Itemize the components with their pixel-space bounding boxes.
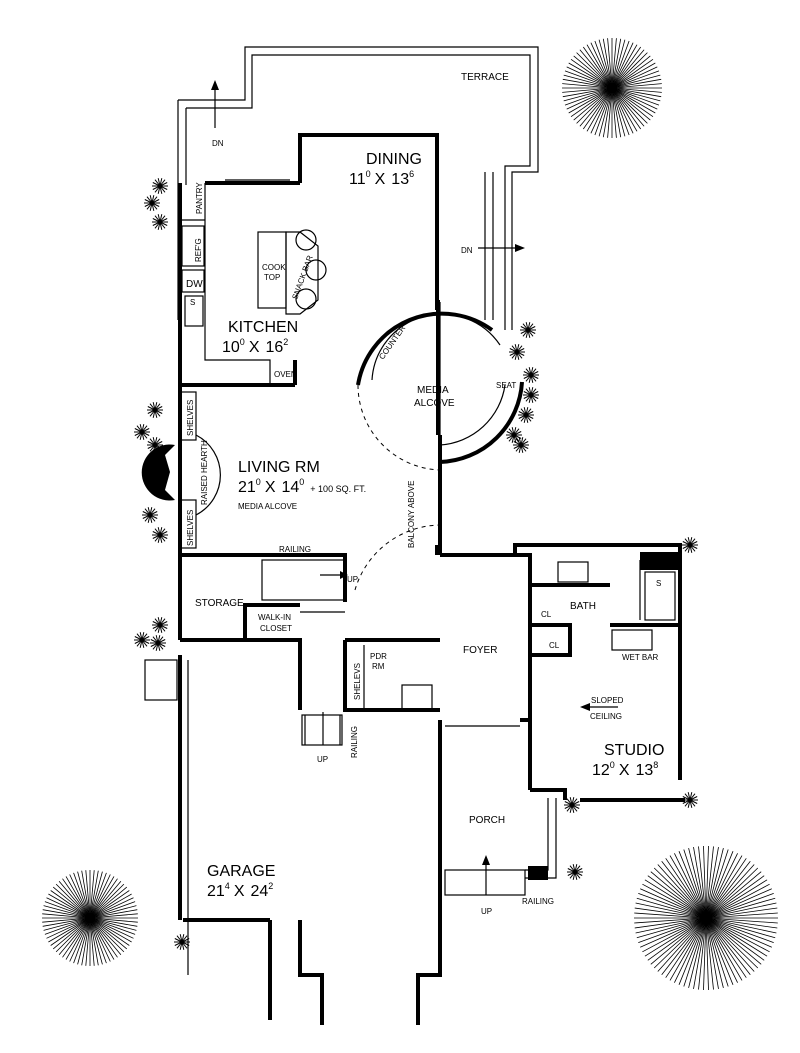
pdr-label-1: PDR xyxy=(370,652,387,661)
shrub-icon-22 xyxy=(567,864,583,880)
media-alcove-label-1: MEDIA xyxy=(417,385,449,396)
oven-label: OVEN xyxy=(274,370,297,379)
svg-text:LIVING RM: LIVING RM xyxy=(238,459,320,476)
kitchen-fixtures xyxy=(180,179,327,387)
tree-symbols xyxy=(42,38,778,991)
bath-label: BATH xyxy=(570,601,596,612)
sink-label: S xyxy=(190,298,195,307)
garage-side xyxy=(144,659,189,975)
railing-label-1: RAILING xyxy=(279,545,311,554)
up-label-2: UP xyxy=(317,755,328,764)
closet-label-2: CL xyxy=(549,641,560,650)
shrub-icon-4 xyxy=(147,402,163,418)
shrub-icon-17 xyxy=(518,407,534,423)
terrace-label: TERRACE xyxy=(461,72,509,83)
foyer-label: FOYER xyxy=(463,645,497,656)
walkin-label-1: WALK-IN xyxy=(258,613,291,622)
shrub-icon-10 xyxy=(150,635,166,651)
railing-label-2: RAILING xyxy=(350,726,359,758)
sloped-label-1: SLOPED xyxy=(591,696,624,705)
shelves-label-1: SHELVES xyxy=(186,400,195,436)
bath-studio-walls xyxy=(530,552,680,657)
exterior-walls xyxy=(178,133,685,1025)
svg-text:GARAGE: GARAGE xyxy=(207,863,275,880)
railing-label-3: RAILING xyxy=(522,897,554,906)
shrub-icon-20 xyxy=(682,537,698,553)
shrub-icon-23 xyxy=(564,797,580,813)
shrub-icon-2 xyxy=(144,195,160,211)
shelves-label-2: SHELVES xyxy=(186,510,195,546)
shrub-icon-11 xyxy=(152,617,168,633)
shrub-icon-16 xyxy=(523,387,539,403)
shrub-icon-14 xyxy=(509,344,525,360)
up-label-3: UP xyxy=(481,907,492,916)
pdr-label-2: RM xyxy=(372,662,385,671)
svg-text:DINING: DINING xyxy=(366,151,422,168)
dw-label: DW xyxy=(186,279,203,290)
shrub-icon-21 xyxy=(682,792,698,808)
shrub-icon-8 xyxy=(152,527,168,543)
dn-label-1: DN xyxy=(212,139,224,148)
porch xyxy=(444,725,557,896)
svg-text:STUDIO: STUDIO xyxy=(604,742,664,759)
shelevs-label: SHELEVS xyxy=(353,663,362,700)
dn-label-2: DN xyxy=(461,246,473,255)
seat-label: SEAT xyxy=(496,381,516,390)
arrows xyxy=(211,80,618,895)
shower-label: S xyxy=(656,579,661,588)
shrub-icon-13 xyxy=(520,322,536,338)
shrub-icon-9 xyxy=(134,632,150,648)
media-alcove-walls xyxy=(354,302,524,591)
snackbar-label: SNACK BAR xyxy=(290,254,314,301)
sloped-label-2: CEILING xyxy=(590,712,622,721)
media-alcove-label-2: ALCOVE xyxy=(414,398,455,409)
balcony-label: BALCONY ABOVE xyxy=(407,481,416,548)
cooktop-label-2: TOP xyxy=(264,273,280,282)
shrub-icon-15 xyxy=(523,367,539,383)
shrub-icon-7 xyxy=(142,507,158,523)
tree-icon-bottom-left xyxy=(42,870,138,966)
shrub-icon-18 xyxy=(506,427,522,443)
refg-label: REF'G xyxy=(194,238,203,262)
terrace-outline xyxy=(177,46,539,330)
hearth-label: RAISED HEARTH xyxy=(200,440,209,505)
shrub-icon-3 xyxy=(152,214,168,230)
cooktop-label-1: COOK xyxy=(262,263,286,272)
svg-text:MEDIA ALCOVE: MEDIA ALCOVE xyxy=(238,502,297,511)
up-label-1: UP xyxy=(347,575,358,584)
storage-label: STORAGE xyxy=(195,598,244,609)
walkin-label-2: CLOSET xyxy=(260,624,292,633)
interior-walls xyxy=(180,603,440,746)
living-room-walls xyxy=(141,391,347,602)
shrub-icon-5 xyxy=(134,424,150,440)
tree-icon-bottom-right xyxy=(634,845,778,991)
shrub-icon-1 xyxy=(152,178,168,194)
shrub-icon-19 xyxy=(513,437,529,453)
pantry-label: PANTRY xyxy=(195,182,204,214)
tree-icon-top-right xyxy=(562,38,662,138)
closet-label-1: CL xyxy=(541,610,552,619)
porch-label: PORCH xyxy=(469,815,505,826)
wetbar-label: WET BAR xyxy=(622,653,659,662)
svg-text:KITCHEN: KITCHEN xyxy=(228,319,298,336)
